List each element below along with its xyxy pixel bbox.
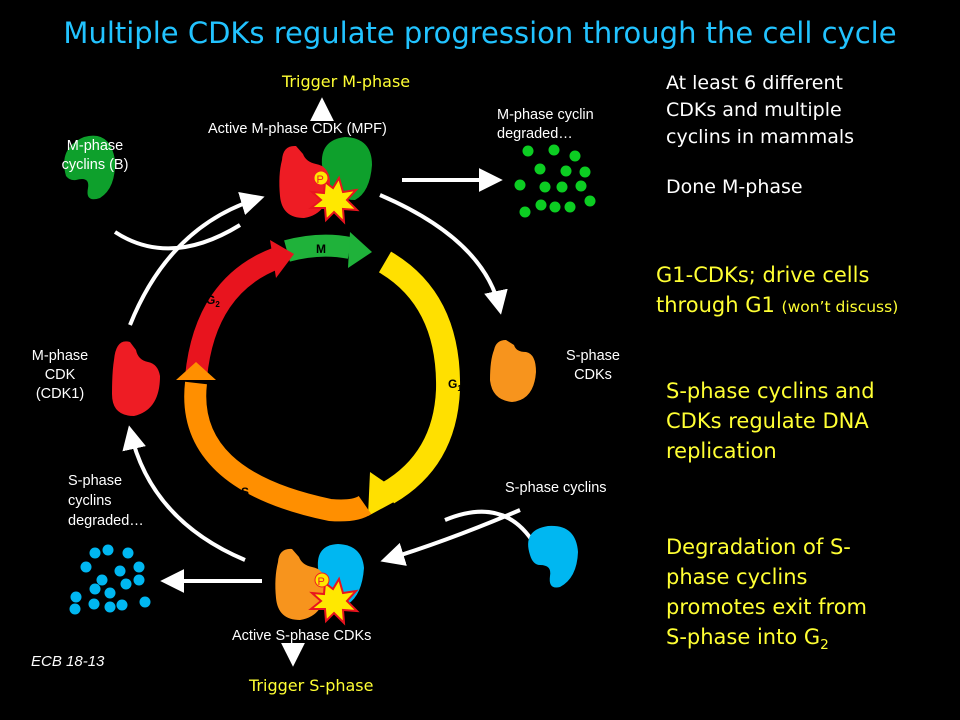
active-mpf-complex: P [279, 137, 372, 225]
mpf-phospho-burst [308, 175, 360, 225]
trigger-s-label: Trigger S-phase [249, 676, 374, 695]
arc-g1-head [368, 472, 405, 516]
arc-m [284, 234, 353, 262]
outer-cycle-arrows [113, 97, 537, 667]
note-done-m: Done M-phase [666, 176, 803, 198]
arrow-m-cyclins-join [113, 223, 242, 251]
mpf-p-badge [313, 170, 329, 186]
active-mpf-label: Active M-phase CDK (MPF) [208, 121, 387, 137]
phase-g1-label: G1 [448, 377, 462, 393]
arc-s-head [176, 362, 216, 380]
ecb-reference: ECB 18-13 [31, 653, 105, 670]
s-phase-cdk [490, 340, 536, 402]
s-p-label: P [318, 576, 325, 588]
trigger-m-label: Trigger M-phase [282, 72, 411, 91]
active-s-complex: P [275, 544, 364, 626]
s-p-badge [314, 572, 330, 588]
note-g1-cdks: G1-CDKs; drive cells through G1 (won’t d… [656, 263, 899, 317]
arrow-m-cdk-to-mpf [128, 192, 265, 326]
degraded-m-cyclin-dots [514, 144, 596, 218]
m-cdk1 [112, 341, 160, 416]
arc-g2 [185, 247, 282, 379]
phase-g2-label: G2 [206, 293, 220, 309]
degraded-s-cyclin-dots [69, 544, 151, 615]
phase-m-label: M [316, 242, 326, 256]
arc-g1 [378, 251, 461, 504]
phase-s-label: S [241, 485, 249, 499]
s-phase-cyclin [528, 525, 578, 588]
arrow-s-cyclins-join [444, 509, 537, 547]
arrow-active-s-to-m-cdk [122, 425, 246, 562]
active-s-cdks-label: Active S-phase CDKs [232, 628, 372, 644]
arc-g2-head [270, 240, 294, 278]
m-cyclin-b [64, 135, 116, 200]
page-title: Multiple CDKs regulate progression throu… [63, 16, 897, 50]
arc-s [184, 381, 372, 522]
s-cyclins-label: S-phase cyclins [505, 480, 607, 496]
mpf-p-label: P [317, 174, 324, 186]
inner-cycle [176, 232, 461, 522]
arrow-mpf-to-s-cdks [379, 193, 508, 315]
s-phospho-burst [308, 576, 360, 626]
arc-m-head [348, 232, 372, 268]
